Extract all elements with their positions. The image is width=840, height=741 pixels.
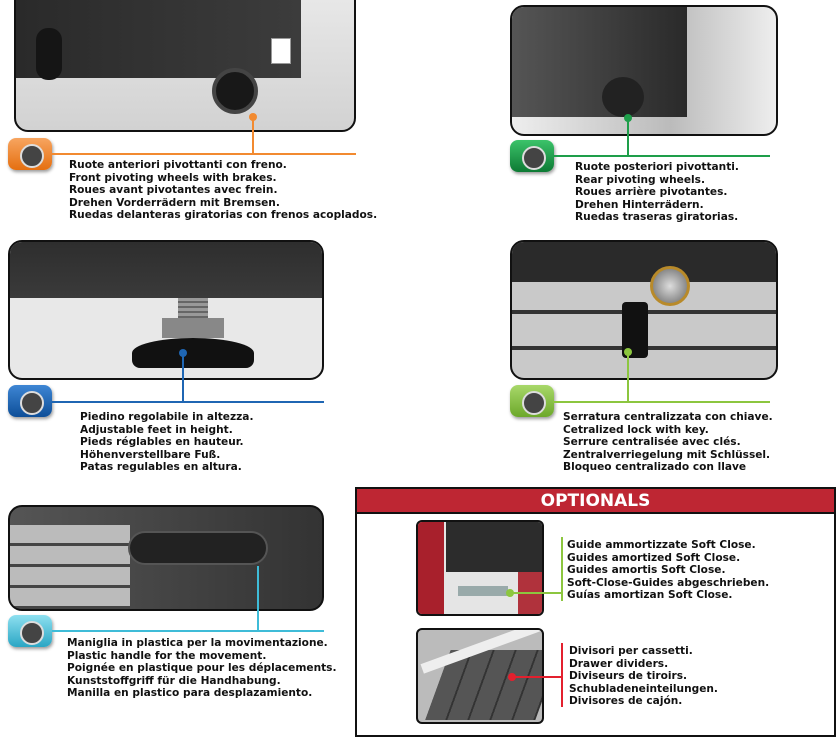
- text-it: Serratura centralizzata con chiave.: [563, 411, 773, 423]
- text-it: Piedino regolabile in altezza.: [80, 411, 254, 423]
- text-es: Guías amortizan Soft Close.: [567, 589, 733, 602]
- callout-line: [52, 401, 324, 403]
- text-fr: Roues avant pivotantes avec frein.: [69, 184, 278, 197]
- callout-dot: [179, 349, 187, 357]
- callout-line: [252, 117, 254, 154]
- callout-line: [553, 155, 770, 157]
- callout-line: [561, 537, 563, 601]
- text-it: Guide ammortizzate Soft Close.: [567, 539, 756, 551]
- text-fr: Guides amortis Soft Close.: [567, 564, 726, 577]
- callout-dot: [249, 113, 257, 121]
- text-it: Ruote anteriori pivottanti con freno.: [69, 159, 287, 171]
- text-en: Front pivoting wheels with brakes.: [69, 171, 277, 184]
- key-icon: [510, 385, 554, 417]
- adjustable-feet-photo: [8, 240, 324, 380]
- text-de: Drehen Vorderrädern mit Bremsen.: [69, 196, 280, 209]
- text-it: Divisori per cassetti.: [569, 645, 693, 657]
- text-de: Drehen Hinterrädern.: [575, 198, 704, 211]
- text-en: Drawer dividers.: [569, 657, 669, 670]
- text-fr: Diviseurs de tiroirs.: [569, 670, 688, 683]
- callout-line: [561, 643, 563, 707]
- rear-wheels-description: Ruote posteriori pivottanti. Rear pivoti…: [575, 161, 739, 224]
- soft-close-photo: [416, 520, 544, 616]
- plastic-handle-photo: [8, 505, 324, 611]
- central-lock-description: Serratura centralizzata con chiave. Cetr…: [563, 411, 773, 474]
- text-de: Soft-Close-Guides abgeschrieben.: [567, 576, 770, 589]
- callout-dot: [624, 348, 632, 356]
- text-es: Bloqueo centralizado con llave: [563, 461, 747, 474]
- handle-icon: [8, 615, 52, 647]
- text-de: Schubladeneinteilungen.: [569, 682, 718, 695]
- text-en: Plastic handle for the movement.: [67, 649, 267, 662]
- front-wheels-photo: [14, 0, 356, 132]
- text-fr: Pieds réglables en hauteur.: [80, 436, 244, 449]
- text-fr: Roues arrière pivotantes.: [575, 186, 728, 199]
- caster-brake-icon: [8, 138, 52, 170]
- callout-line: [52, 630, 324, 632]
- text-en: Adjustable feet in height.: [80, 423, 233, 436]
- callout-line: [512, 676, 562, 678]
- text-en: Rear pivoting wheels.: [575, 173, 705, 186]
- text-de: Höhenverstellbare Fuß.: [80, 448, 221, 461]
- text-es: Patas regulables en altura.: [80, 461, 242, 474]
- callout-dot: [624, 114, 632, 122]
- plastic-handle-description: Maniglia in plastica per la movimentazio…: [67, 637, 337, 700]
- callout-line: [627, 352, 629, 402]
- caster-icon: [510, 140, 554, 172]
- optionals-box: OPTIONALS: [355, 487, 836, 737]
- text-en: Cetralized lock with key.: [563, 423, 709, 436]
- callout-dot: [508, 673, 516, 681]
- callout-line: [553, 401, 770, 403]
- text-it: Ruote posteriori pivottanti.: [575, 161, 739, 173]
- callout-dot: [506, 589, 514, 597]
- text-de: Zentralverriegelung mit Schlüssel.: [563, 448, 771, 461]
- text-en: Guides amortized Soft Close.: [567, 551, 741, 564]
- central-lock-photo: [510, 240, 778, 380]
- text-es: Ruedas delanteras giratorias con frenos …: [69, 209, 378, 222]
- callout-line: [257, 566, 259, 631]
- optionals-header: OPTIONALS: [357, 489, 834, 514]
- text-fr: Poignée en plastique pour les déplacemen…: [67, 662, 337, 675]
- rear-wheels-photo: [510, 5, 778, 136]
- callout-line: [52, 153, 356, 155]
- text-de: Kunststoffgriff für die Handhabung.: [67, 674, 281, 687]
- text-it: Maniglia in plastica per la movimentazio…: [67, 637, 328, 649]
- text-es: Ruedas traseras giratorias.: [575, 211, 739, 224]
- callout-line: [627, 118, 629, 156]
- front-wheels-description: Ruote anteriori pivottanti con freno. Fr…: [69, 159, 377, 222]
- adjustable-feet-description: Piedino regolabile in altezza. Adjustabl…: [80, 411, 253, 474]
- adjustable-foot-icon: [8, 385, 52, 417]
- text-es: Divisores de cajón.: [569, 695, 683, 708]
- text-fr: Serrure centralisée avec clés.: [563, 436, 741, 449]
- drawer-dividers-description: Divisori per cassetti. Drawer dividers. …: [569, 645, 718, 708]
- callout-line: [182, 353, 184, 402]
- text-es: Manilla en plastico para desplazamiento.: [67, 687, 313, 700]
- callout-line: [510, 592, 562, 594]
- soft-close-description: Guide ammortizzate Soft Close. Guides am…: [567, 539, 769, 602]
